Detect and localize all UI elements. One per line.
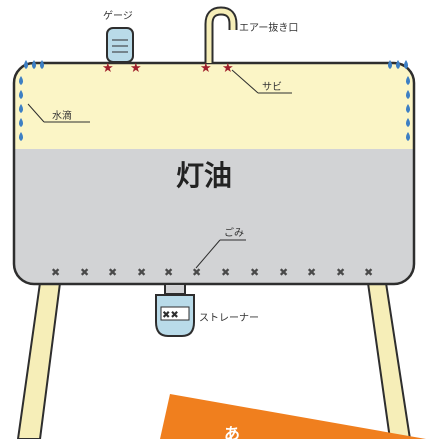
water-drop-icon: [396, 60, 400, 69]
kerosene-label: 灯油: [176, 159, 232, 192]
rust-label: サビ: [262, 81, 282, 93]
water-drop-icon: [19, 104, 23, 113]
water-drop-icon: [406, 132, 410, 141]
water-drop-icon: [406, 76, 410, 85]
water-drop-icon: [406, 90, 410, 99]
tank-outline: [12, 61, 416, 286]
air-vent-label: エアー抜き口: [239, 21, 298, 34]
left-leg: [16, 282, 62, 439]
rust-star-icon: ★: [102, 61, 114, 76]
dust-mark-icon: ✖: [279, 266, 288, 279]
dust-mark-icon: ✖: [108, 266, 117, 279]
dust-mark-icon: ✖: [80, 266, 89, 279]
dust-marks: ✖ ✖ ✖ ✖ ✖ ✖ ✖ ✖ ✖ ✖ ✖ ✖: [51, 266, 373, 279]
water-drop-icon: [40, 60, 44, 69]
water-drops-label: 水滴: [52, 109, 72, 122]
dust-mark-icon: ✖: [221, 266, 230, 279]
dust-leader-line: [195, 239, 221, 269]
water-drop-icon: [388, 60, 392, 69]
gauge-icon: [106, 27, 134, 63]
dust-mark-icon: ✖: [250, 266, 259, 279]
water-drop-icon: [19, 118, 23, 127]
gauge-label: ゲージ: [103, 10, 133, 22]
dust-mark-icon: ✖: [364, 266, 373, 279]
water-drop-icon: [19, 76, 23, 85]
rust-marks: ★ ★ ★ ★: [102, 61, 234, 76]
dust-mark-icon: ✖: [336, 266, 345, 279]
dust-mark-icon: ✖: [164, 266, 173, 279]
dust-label: ごみ: [224, 226, 244, 239]
right-leg: [366, 282, 412, 439]
tank-body: [14, 63, 414, 284]
water-drop-icon: [32, 60, 36, 69]
water-drops: [19, 60, 410, 141]
rust-star-icon: ★: [222, 61, 234, 76]
kerosene-layer: [14, 149, 414, 284]
water-leader-line: [27, 103, 45, 123]
water-drop-icon: [19, 90, 23, 99]
banner-text: あ: [224, 424, 240, 439]
water-drop-icon: [24, 60, 28, 69]
air-space: [14, 63, 414, 149]
water-drop-icon: [404, 60, 408, 69]
rust-star-icon: ★: [200, 61, 212, 76]
dust-mark-icon: ✖: [137, 266, 146, 279]
rust-leader-line: [231, 69, 259, 94]
air-vent-pipe-icon: [204, 6, 238, 63]
rust-star-icon: ★: [130, 61, 142, 76]
dust-mark-icon: ✖: [307, 266, 316, 279]
orange-banner: [160, 394, 426, 439]
dust-mark-icon: ✖: [51, 266, 60, 279]
dust-mark-icon: ✖: [192, 266, 201, 279]
svg-text:✖✖: ✖✖: [162, 310, 179, 321]
strainer-label: ストレーナー: [199, 312, 259, 324]
water-drop-icon: [406, 118, 410, 127]
water-drop-icon: [19, 132, 23, 141]
water-drop-icon: [406, 104, 410, 113]
strainer-icon: ✖✖: [155, 283, 195, 337]
